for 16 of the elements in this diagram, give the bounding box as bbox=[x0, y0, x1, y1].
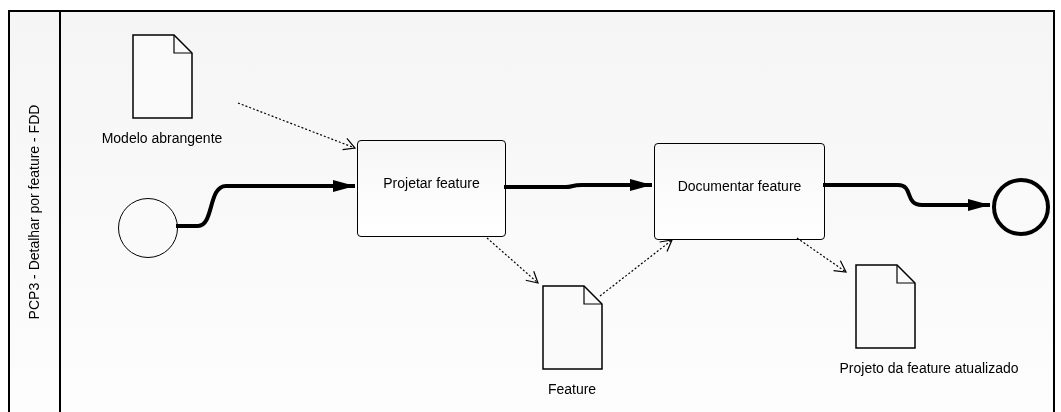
task-label: Projetar feature bbox=[383, 176, 480, 193]
sequence-flow-arrow bbox=[176, 180, 355, 228]
lane-title: PCP3 - Detalhar por feature - FDD bbox=[27, 104, 42, 320]
association-arrow bbox=[486, 237, 539, 284]
document-label: Projeto da feature atualizado bbox=[839, 361, 1019, 375]
association-arrow bbox=[237, 102, 356, 151]
sequence-flow-arrow bbox=[823, 183, 990, 211]
sequence-flow-arrow bbox=[504, 179, 652, 191]
document-label: Modelo abrangente bbox=[101, 131, 223, 145]
document-label: Feature bbox=[547, 382, 597, 396]
association-arrow bbox=[599, 239, 673, 297]
task-label: Documentar feature bbox=[677, 179, 802, 196]
association-arrow bbox=[796, 237, 847, 273]
swimlane-pool bbox=[8, 10, 1055, 412]
task-box bbox=[654, 143, 825, 240]
task-box bbox=[357, 140, 506, 237]
